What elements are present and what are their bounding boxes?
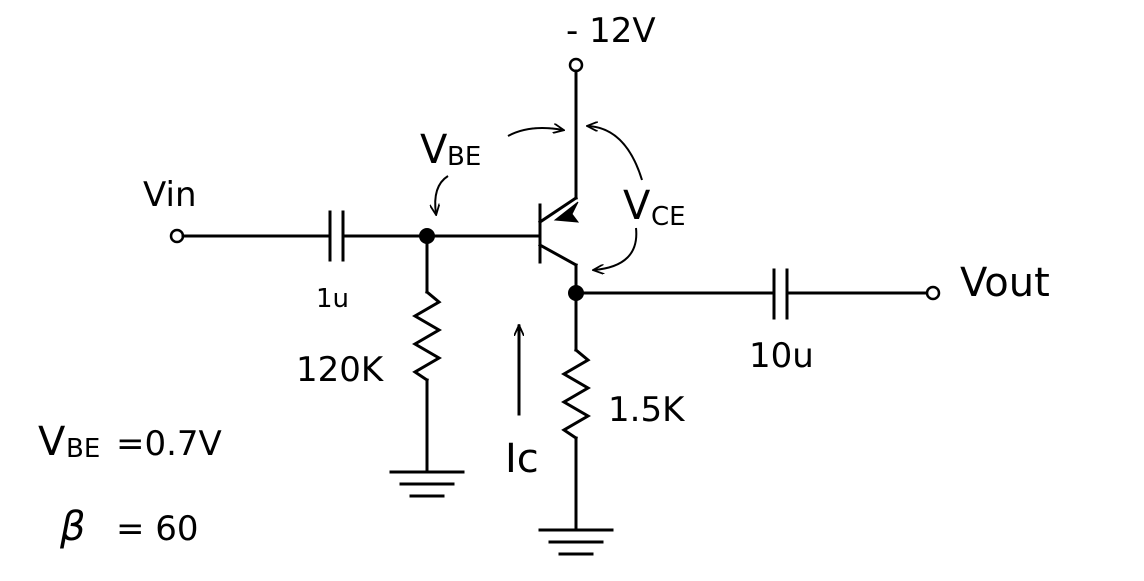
vbe-annotation-v: V <box>420 127 448 173</box>
vce-arrow-to-emitter <box>588 126 643 181</box>
collector-resistor <box>561 347 591 441</box>
param-beta-value: = 60 <box>116 509 199 549</box>
vce-annotation-v: V <box>623 183 651 229</box>
vbe-arrow-to-base <box>435 175 449 214</box>
base-resistor-label: 120K <box>296 350 385 390</box>
param-vbe-sub: BE <box>66 434 100 464</box>
output-capacitor <box>772 268 789 320</box>
vce-annotation-sub: CE <box>651 202 686 232</box>
input-capacitor <box>328 210 345 262</box>
param-vbe-value: =0.7V <box>116 424 222 464</box>
output-label: Vout <box>960 260 1050 306</box>
collector-resistor-label: 1.5K <box>608 390 686 430</box>
output-terminal <box>925 285 941 301</box>
emitter-arrow <box>553 201 580 223</box>
base-resistor <box>412 289 442 383</box>
pnp-transistor <box>537 195 580 268</box>
ground-symbol-base <box>389 470 465 498</box>
supply-terminal <box>568 57 584 73</box>
param-vbe-v: V <box>38 419 66 465</box>
input-capacitor-label: 1u <box>316 284 349 314</box>
ground-symbol-collector <box>538 528 614 556</box>
transistor-emitter-leg <box>537 195 579 225</box>
supply-label: - 12V <box>566 11 656 51</box>
input-terminal <box>169 228 185 244</box>
param-beta-symbol: β <box>59 504 86 550</box>
input-label: Vin <box>143 175 197 215</box>
transistor-collector-leg <box>537 242 579 268</box>
output-capacitor-label: 10u <box>749 336 814 376</box>
vbe-arrow-to-emitter <box>507 128 563 137</box>
ic-label: Ic <box>505 436 539 482</box>
vbe-annotation-sub: BE <box>447 142 481 172</box>
vce-arrow-to-collector <box>594 227 638 270</box>
